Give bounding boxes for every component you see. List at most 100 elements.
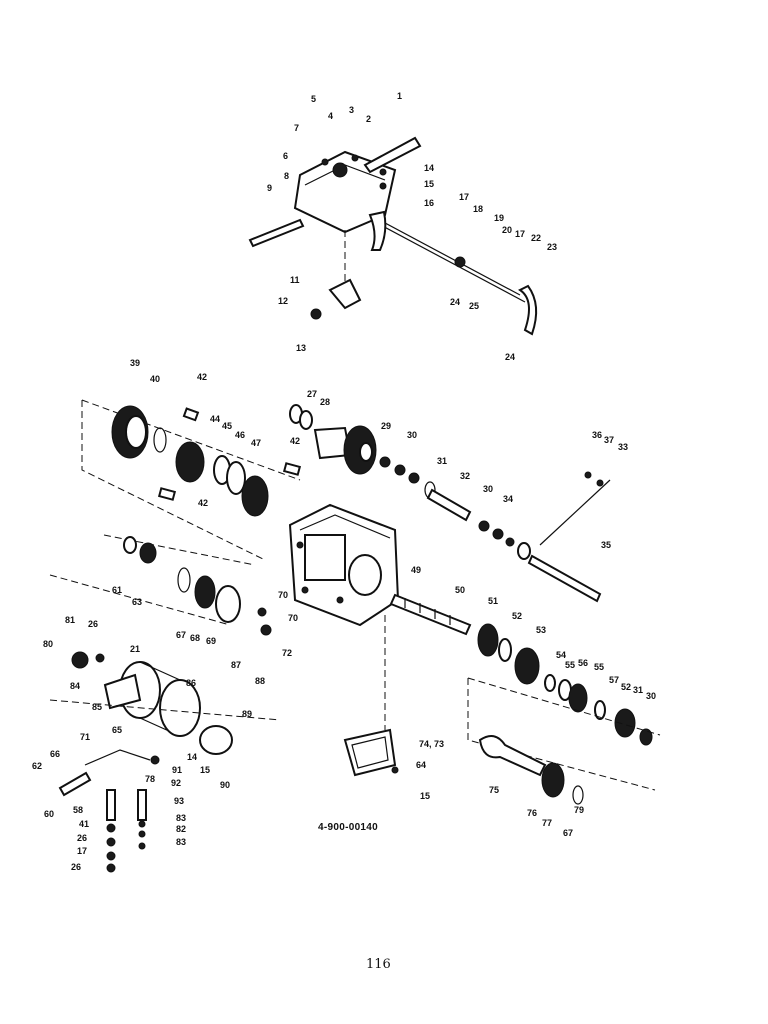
callout-label: 11: [290, 275, 300, 285]
callout-label: 58: [73, 805, 83, 815]
callout-label: 52: [512, 611, 522, 621]
callout-label: 17: [515, 229, 525, 239]
callout-label: 63: [132, 597, 142, 607]
callout-label: 29: [381, 421, 391, 431]
callout-label: 27: [307, 389, 317, 399]
callout-label: 62: [32, 761, 42, 771]
callout-label: 79: [574, 805, 584, 815]
callout-label: 46: [235, 430, 245, 440]
callout-label: 9: [267, 183, 272, 193]
callout-label: 28: [320, 397, 330, 407]
callout-label: 84: [70, 681, 80, 691]
callout-label: 56: [578, 658, 588, 668]
callout-label: 26: [88, 619, 98, 629]
callout-label: 30: [407, 430, 417, 440]
callout-label: 8: [284, 171, 289, 181]
callout-label: 49: [411, 565, 421, 575]
callout-label: 5: [311, 94, 316, 104]
gasket-plate: [343, 728, 399, 777]
callout-label: 92: [171, 778, 181, 788]
callout-label: 26: [77, 833, 87, 843]
callout-label: 17: [459, 192, 469, 202]
callout-label: 57: [609, 675, 619, 685]
callout-label: 68: [190, 633, 200, 643]
callout-label: 67: [563, 828, 573, 838]
callout-label: 18: [473, 204, 483, 214]
callout-label: 35: [601, 540, 611, 550]
callout-label: 50: [455, 585, 465, 595]
callout-label: 75: [489, 785, 499, 795]
callout-label: 14: [424, 163, 434, 173]
callout-label: 24: [505, 352, 515, 362]
callout-label: 26: [71, 862, 81, 872]
mainshaft-lower-group: [389, 593, 661, 805]
callout-label: 42: [198, 498, 208, 508]
callout-label: 13: [296, 343, 306, 353]
callout-label: 33: [618, 442, 628, 452]
callout-label: 44: [210, 414, 220, 424]
callout-label: 45: [222, 421, 232, 431]
callout-label: 78: [145, 774, 155, 784]
callout-label: 60: [44, 809, 54, 819]
callout-label: 71: [80, 732, 90, 742]
callout-label: 39: [130, 358, 140, 368]
callout-label: 19: [494, 213, 504, 223]
callout-label: 80: [43, 639, 53, 649]
callout-label: 15: [420, 791, 430, 801]
callout-label: 6: [283, 151, 288, 161]
callout-label: 20: [502, 225, 512, 235]
callout-label: 22: [531, 233, 541, 243]
callout-label: 16: [424, 198, 434, 208]
callout-label: 51: [488, 596, 498, 606]
callout-label: 93: [174, 796, 184, 806]
callout-label: 86: [186, 678, 196, 688]
callout-label: 30: [483, 484, 493, 494]
callout-label: 76: [527, 808, 537, 818]
callout-label: 34: [503, 494, 513, 504]
callout-label: 87: [231, 660, 241, 670]
callout-label: 82: [176, 824, 186, 834]
callout-label: 25: [469, 301, 479, 311]
callout-label: 74, 73: [419, 739, 444, 749]
callout-label: 37: [604, 435, 614, 445]
callout-label: 83: [176, 837, 186, 847]
callout-label: 3: [349, 105, 354, 115]
callout-label: 61: [112, 585, 122, 595]
callout-label: 83: [176, 813, 186, 823]
callout-label: 66: [50, 749, 60, 759]
callout-label: 14: [187, 752, 197, 762]
callout-label: 55: [594, 662, 604, 672]
callout-label: 15: [200, 765, 210, 775]
callout-label: 85: [92, 702, 102, 712]
callout-label: 36: [592, 430, 602, 440]
callout-label: 31: [633, 685, 643, 695]
callout-label: 42: [197, 372, 207, 382]
callout-label: 89: [242, 709, 252, 719]
callout-label: 30: [646, 691, 656, 701]
countershaft-gear-group: [81, 399, 302, 561]
callout-label: 52: [621, 682, 631, 692]
callout-label: 90: [220, 780, 230, 790]
shift-cover-assembly: [248, 136, 538, 336]
callout-label: 12: [278, 296, 288, 306]
callout-label: 1: [397, 91, 402, 101]
callout-label: 17: [77, 846, 87, 856]
callout-label: 91: [172, 765, 182, 775]
callout-label: 21: [130, 644, 140, 654]
callout-label: 7: [294, 123, 299, 133]
transmission-case: [288, 503, 400, 730]
callout-label: 65: [112, 725, 122, 735]
callout-label: 32: [460, 471, 470, 481]
callout-label: 41: [79, 819, 89, 829]
mainshaft-upper-group: [289, 404, 611, 603]
callout-label: 72: [282, 648, 292, 658]
callout-label: 54: [556, 650, 566, 660]
pto-assembly-group: [49, 534, 281, 873]
callout-label: 88: [255, 676, 265, 686]
callout-label: 2: [366, 114, 371, 124]
callout-label: 77: [542, 818, 552, 828]
callout-label: 53: [536, 625, 546, 635]
callout-label: 23: [547, 242, 557, 252]
